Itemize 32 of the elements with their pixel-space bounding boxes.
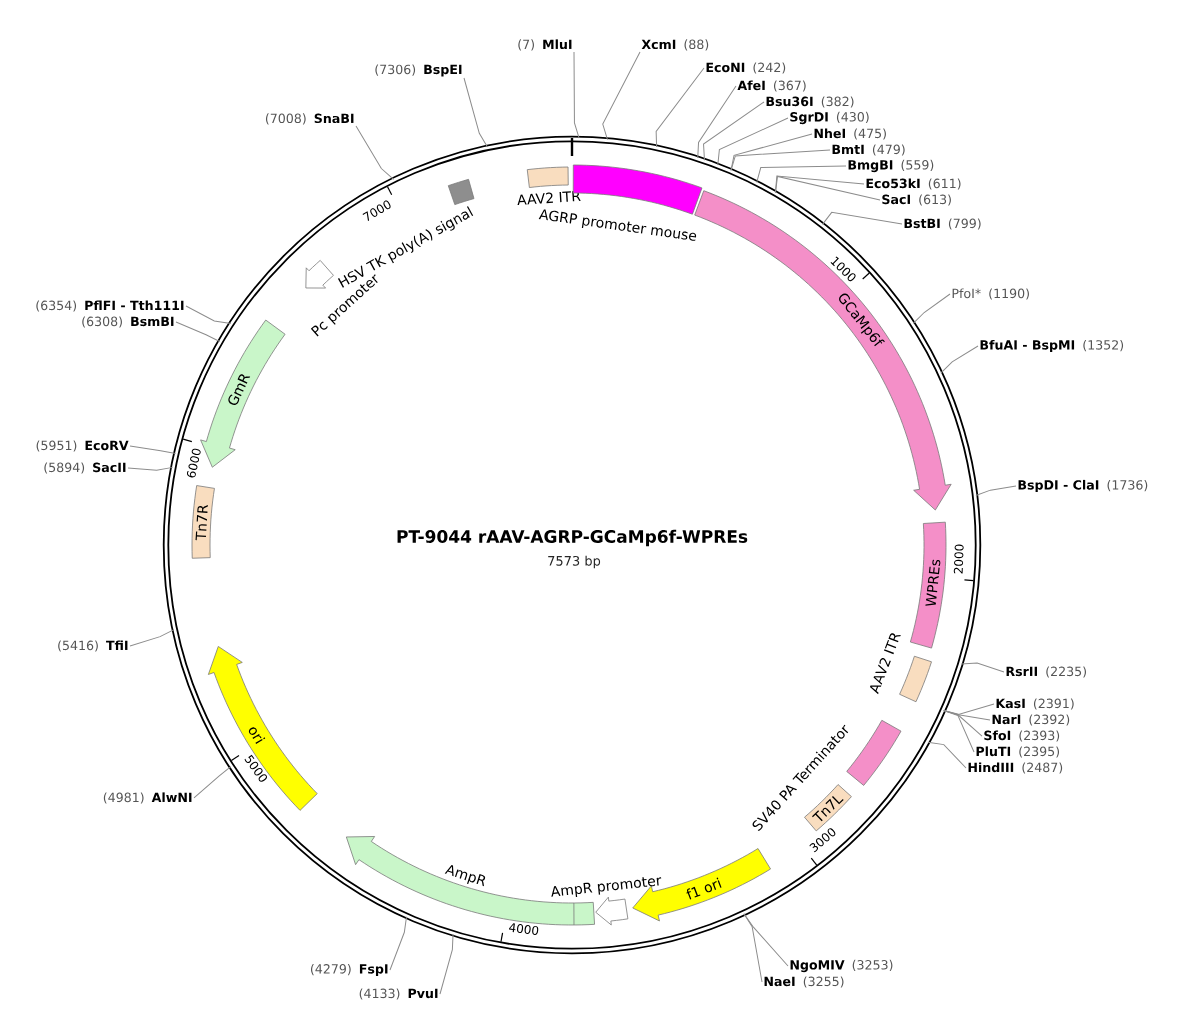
- leader-line: [774, 175, 881, 201]
- leader-line: [912, 293, 951, 324]
- leader-line: [703, 101, 765, 161]
- leader-line: [573, 51, 580, 139]
- leader-line: [175, 321, 221, 343]
- leader-line: [730, 133, 813, 171]
- leader-line: [127, 466, 174, 471]
- leader-line: [927, 741, 967, 769]
- leader-line: [943, 710, 975, 753]
- plasmid-name: PT-9044 rAAV-AGRP-GCaMp6f-WPREs: [397, 529, 748, 547]
- leader-line: [129, 629, 175, 647]
- leader-line: [193, 766, 232, 799]
- leader-line: [655, 67, 705, 148]
- leader-line: [743, 913, 789, 967]
- leader-line: [602, 51, 641, 141]
- leader-line: [717, 117, 789, 166]
- leader-line: [439, 933, 454, 995]
- leader-line: [756, 165, 847, 183]
- leader-line: [463, 77, 488, 148]
- leader-line: [697, 85, 737, 159]
- leader-line: [943, 710, 983, 737]
- leader-line: [730, 149, 831, 171]
- leader-line: [743, 913, 763, 983]
- leader-line: [822, 211, 903, 225]
- leader-line: [960, 662, 1005, 673]
- leader-line: [389, 916, 407, 971]
- leader-line: [129, 445, 177, 454]
- leader-line: [975, 485, 1017, 496]
- leader-line: [940, 345, 979, 374]
- leader-line: [943, 710, 991, 721]
- leader-line: [355, 125, 395, 180]
- leader-line: [185, 305, 232, 324]
